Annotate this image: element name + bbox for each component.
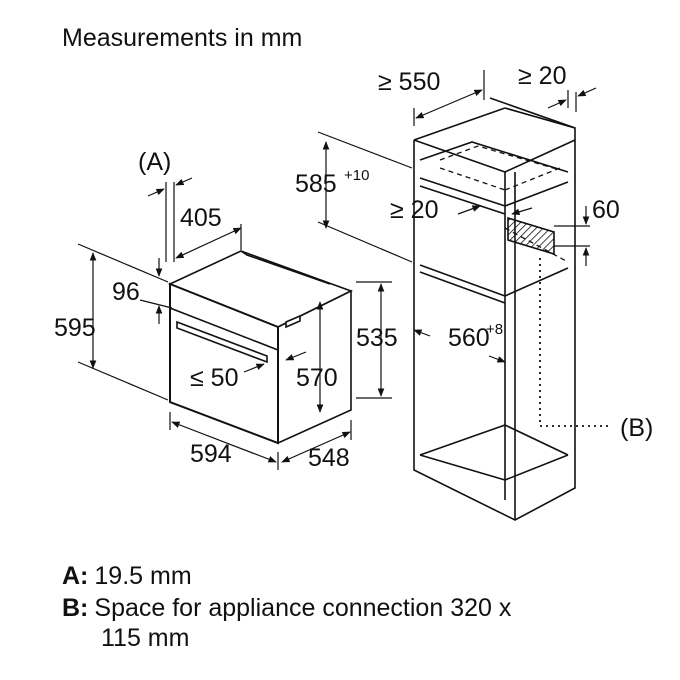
label-oven-height: 595 — [54, 314, 96, 342]
label-niche-width-tol: +8 — [486, 321, 503, 338]
label-niche-width: 560 — [448, 324, 490, 352]
label-niche-depth: ≥ 550 — [378, 68, 440, 96]
label-oven-panel-gap: 96 — [112, 278, 140, 306]
label-door-gap: ≤ 50 — [190, 364, 238, 392]
label-oven-width: 594 — [190, 440, 232, 468]
cabinet-drawing — [413, 97, 576, 521]
label-niche-height: 585 — [295, 170, 337, 198]
page-title: Measurements in mm — [62, 24, 303, 52]
label-oven-depth: 548 — [308, 444, 350, 472]
oven-drawing — [167, 250, 354, 445]
legend-b-text-line1: Space for appliance connection 320 x — [94, 594, 512, 622]
label-shelf-gap: ≥ 20 — [390, 196, 438, 224]
legend-b: B:Space for appliance connection 320 x 1… — [62, 593, 511, 653]
label-oven-inner-height: 570 — [296, 364, 338, 392]
label-oven-body-height: 535 — [356, 324, 398, 352]
label-vent-height: 60 — [592, 196, 620, 224]
legend-a-text: 19.5 mm — [94, 562, 192, 590]
legend-b-key: B: — [62, 594, 89, 622]
legend-b-text-line2: 115 mm — [101, 624, 190, 652]
label-wall-gap: ≥ 20 — [518, 62, 566, 90]
label-niche-height-tol: +10 — [344, 167, 369, 184]
connection-path — [539, 258, 612, 427]
legend-a: A:19.5 mm — [62, 561, 192, 591]
label-a-marker: (A) — [138, 148, 171, 176]
legend-a-key: A: — [62, 562, 89, 590]
label-b-marker: (B) — [620, 414, 653, 442]
dimension-lines — [77, 70, 597, 470]
label-oven-depth-top: 405 — [180, 204, 222, 232]
